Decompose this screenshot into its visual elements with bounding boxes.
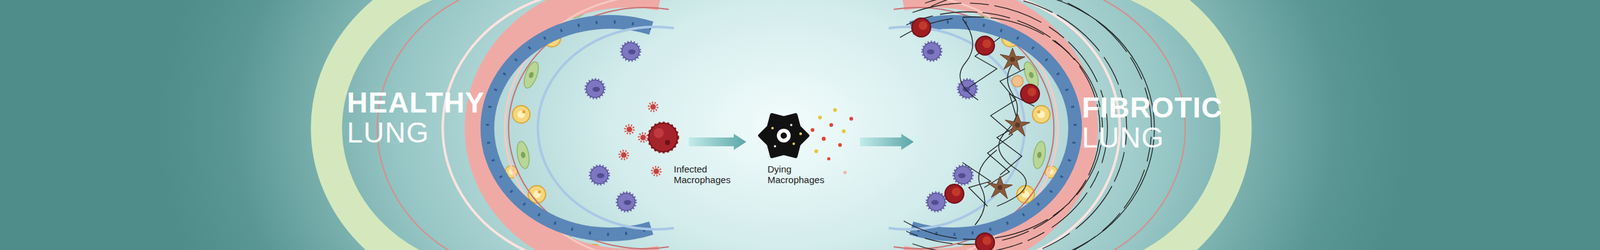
lung-title: HEALTHY	[346, 87, 485, 118]
lung-subtitle: LUNG	[346, 117, 430, 148]
infected-macrophage-drawing	[619, 102, 679, 176]
fibrotic-lung-region: FIBROTICLUNG	[913, 0, 1239, 250]
node-text: Dying Macrophages	[767, 163, 830, 185]
flow-arrow	[688, 133, 747, 150]
node-text: LUNG	[1081, 122, 1165, 153]
healthy-lung	[326, 0, 674, 250]
fibrotic-lung	[888, 0, 1237, 250]
node-text: FIBROTIC	[1081, 92, 1223, 123]
flow-arrow	[860, 133, 914, 150]
dying-macrophage: Dying Macrophages	[746, 116, 860, 167]
node-text: Infected Macrophages	[673, 163, 737, 185]
infected-macrophage: Infected Macrophages	[647, 125, 689, 159]
